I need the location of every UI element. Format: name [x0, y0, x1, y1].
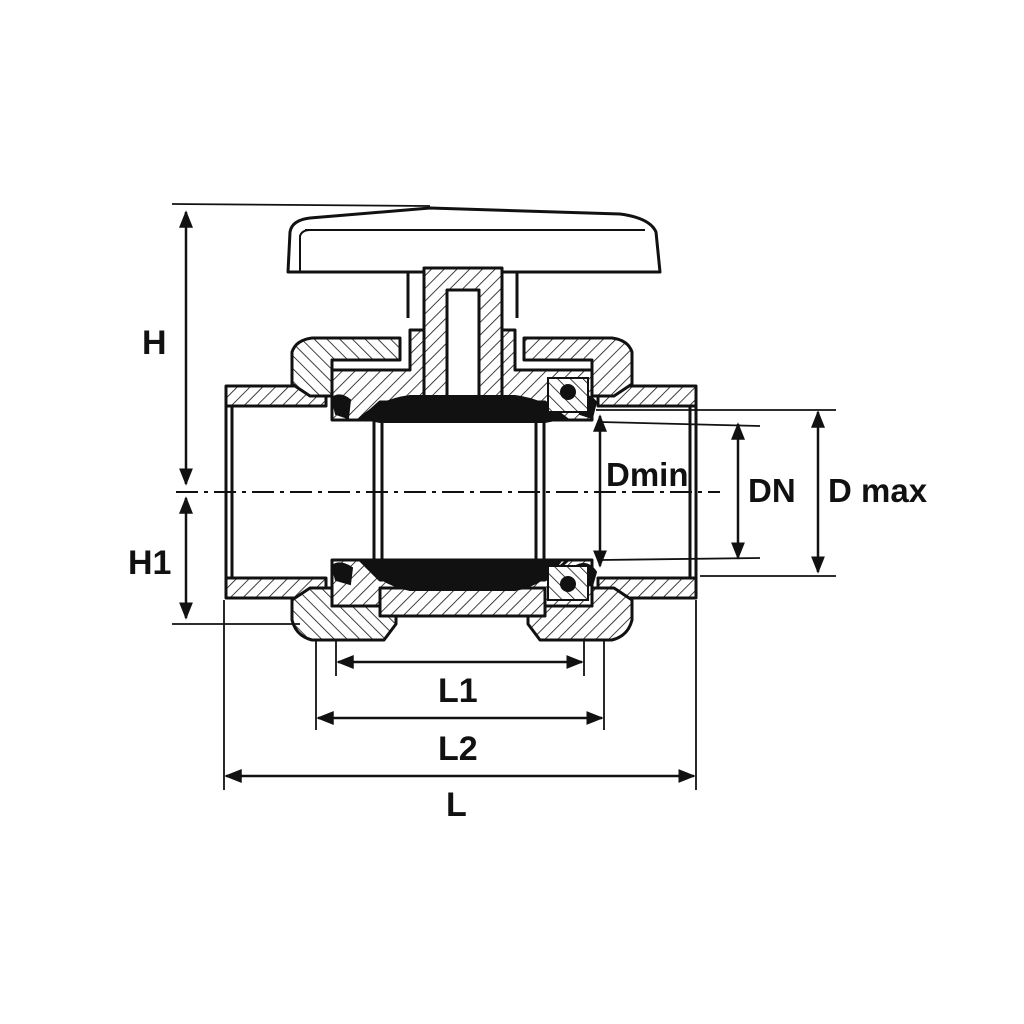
valve-body-bottom: [224, 558, 698, 642]
label-h: H: [142, 324, 167, 362]
label-dn: DN: [748, 472, 796, 509]
label-dmin: Dmin: [606, 456, 689, 493]
label-h1: H1: [128, 544, 171, 582]
label-dmax: D max: [828, 472, 928, 509]
label-l1: L1: [438, 672, 478, 710]
dimension-lines: [171, 203, 836, 790]
label-l: L: [446, 786, 467, 824]
dimension-labels: H H1 L1 L2 L Dmin DN D max: [128, 324, 928, 824]
valve-handle: [286, 206, 662, 412]
label-l2: L2: [438, 730, 478, 768]
valve-bore: [176, 406, 720, 578]
valve-body-top: [224, 328, 698, 423]
